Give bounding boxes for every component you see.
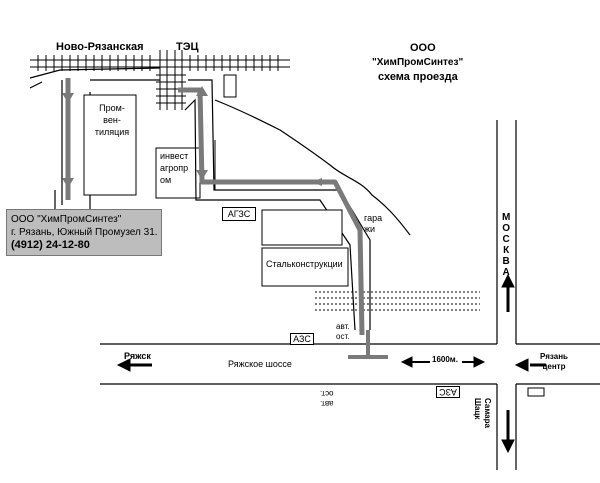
small-marker — [527, 387, 545, 397]
arrow-distance-left — [400, 356, 413, 368]
label-bus-stop-south: авт. ост. — [320, 389, 334, 408]
direction-arrows — [116, 273, 546, 454]
header-ooo: ООО — [410, 42, 436, 54]
info-line-address: г. Рязань, Южный Промузел 31. — [11, 227, 158, 238]
route-arrow-down-left2 — [62, 178, 74, 188]
label-azs-north: АЗС — [290, 333, 314, 345]
label-stalkonstrukcii: Стальконструкции — [266, 259, 343, 269]
route-arrow-left — [312, 178, 322, 186]
info-line-company: ООО "ХимПромСинтез" — [11, 214, 122, 225]
route-arrow-down-left — [62, 93, 74, 103]
route-arrow-down — [196, 170, 208, 180]
railway-vertical — [156, 50, 186, 110]
label-distance: 1600м. — [432, 355, 458, 364]
route-arrow-up — [196, 86, 208, 96]
label-tec: ТЭЦ — [176, 41, 199, 53]
label-invest-agroprom: инвест агропр ом — [160, 151, 189, 185]
arrow-moskva — [501, 273, 515, 288]
route-arrows — [62, 86, 322, 188]
label-azs-south: АЗС — [436, 386, 460, 398]
label-novo-ryazanskaya: Ново-Рязанская — [56, 41, 144, 53]
label-ryazhsk: Ряжск — [124, 351, 151, 361]
area-agzs — [261, 209, 343, 246]
label-samara-shack: Самара Шацк — [473, 398, 492, 428]
label-ryazan-centr: Рязань центр — [540, 352, 568, 371]
terrain-contour — [214, 99, 411, 236]
route-junction — [348, 355, 388, 359]
building-small — [223, 74, 237, 98]
label-promventilyaciya: Пром- вен- тиляция — [94, 103, 130, 137]
arrow-ryazhsk — [116, 358, 131, 372]
label-bus-stop-north: авт. ост. — [336, 322, 350, 341]
info-line-phone: (4912) 24-12-80 — [11, 239, 90, 251]
company-info-box: ООО "ХимПромСинтез" г. Рязань, Южный Про… — [6, 209, 162, 256]
arrow-samara — [501, 439, 515, 454]
arrow-ryazan-left — [514, 358, 529, 372]
label-agzs: АГЗС — [222, 207, 256, 221]
header-subtitle: схема проезда — [378, 71, 458, 83]
railway-center — [315, 291, 480, 311]
building-invest-agroprom — [155, 147, 201, 199]
header-company: "ХимПромСинтез" — [372, 57, 464, 68]
building-promventilyaciya — [83, 94, 137, 196]
label-garazhi: гара жи — [364, 213, 383, 234]
label-moskva: М О С К В А — [502, 212, 511, 278]
label-ryazhskoe-shosse: Ряжское шоссе — [228, 359, 292, 369]
building-stalkonstrukcii — [261, 247, 349, 287]
arrow-distance-right — [473, 356, 486, 368]
central-road — [184, 79, 371, 331]
